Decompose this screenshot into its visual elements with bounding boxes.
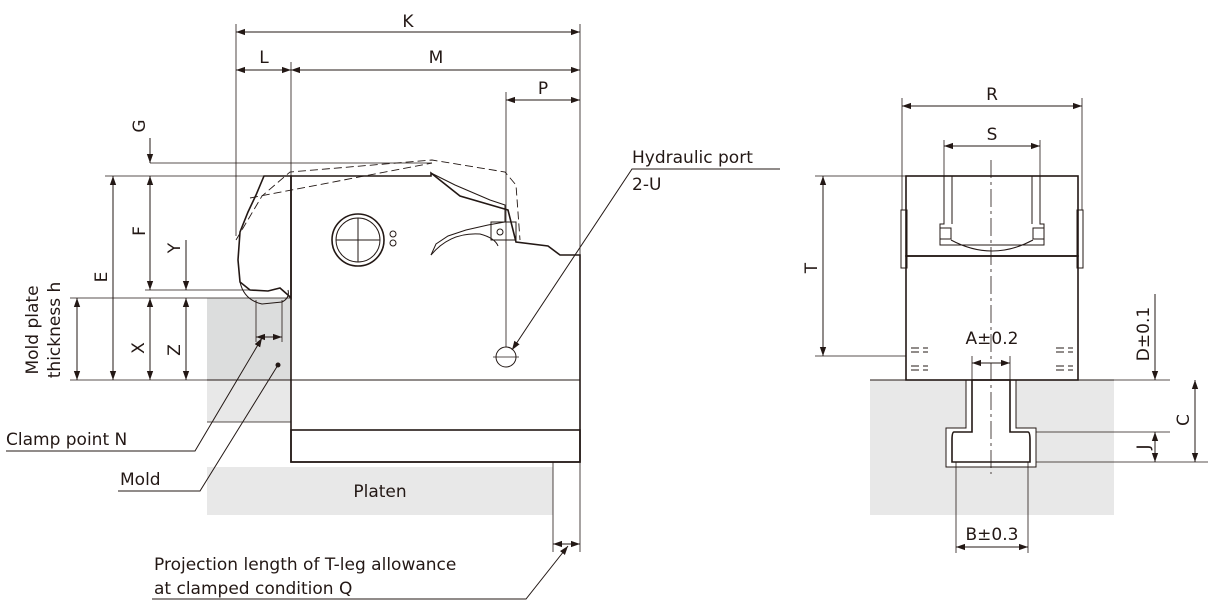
clamp-arm-tip xyxy=(239,281,289,305)
label-k: K xyxy=(402,12,414,32)
label-projection-1: Projection length of T-leg allowance xyxy=(154,555,456,575)
label-g: G xyxy=(130,119,150,132)
label-t: T xyxy=(802,262,822,274)
t-leg xyxy=(951,379,1031,463)
front-pin-left xyxy=(939,227,952,240)
lever-notch xyxy=(430,233,499,256)
front-arm-slot xyxy=(939,175,1045,246)
front-pin-arc xyxy=(950,239,1034,252)
label-projection-2: at clamped condition Q xyxy=(154,579,352,599)
label-d: D±0.1 xyxy=(1134,307,1154,361)
label-m: M xyxy=(429,48,444,68)
front-side-flange-left xyxy=(900,209,908,269)
clamp-base-plate xyxy=(290,429,581,463)
leader-projection xyxy=(152,545,569,600)
front-view: R S T A±0.2 D±0.1 C J B±0.3 xyxy=(802,85,1208,553)
label-x: X xyxy=(129,342,149,354)
label-j: J xyxy=(1134,444,1154,450)
swing-path-dashed xyxy=(235,159,521,241)
label-f: F xyxy=(130,226,150,236)
mold-block xyxy=(207,298,291,380)
front-body-lower xyxy=(905,255,1079,381)
label-l: L xyxy=(259,48,269,68)
label-r: R xyxy=(986,85,998,105)
label-mold-plate-2: thickness h xyxy=(45,282,65,378)
leader-hydraulic-port xyxy=(511,168,780,351)
label-b: B±0.3 xyxy=(966,525,1019,545)
clamp-body xyxy=(290,171,581,463)
front-body-upper xyxy=(905,175,1079,257)
label-z: Z xyxy=(165,344,185,356)
mold-leader-dot xyxy=(275,362,281,368)
platen-t-slot xyxy=(870,380,1114,515)
lever-contour xyxy=(430,172,506,256)
label-hydraulic-port-2: 2-U xyxy=(632,175,661,195)
label-mold: Mold xyxy=(120,470,161,490)
pivot-snap-ring-1 xyxy=(389,230,397,238)
label-clamp-point: Clamp point N xyxy=(6,430,127,450)
side-view: K L M P G F E Y X Z Mold plate thickness… xyxy=(6,12,780,600)
leader-clamp-point xyxy=(6,337,263,452)
label-platen: Platen xyxy=(353,482,406,502)
pivot-circle xyxy=(331,213,385,267)
lever-pin xyxy=(496,228,504,236)
pivot-snap-ring-2 xyxy=(389,239,397,247)
front-pin-right xyxy=(1032,227,1045,240)
lever-pin-slot xyxy=(490,221,517,241)
label-s: S xyxy=(987,125,998,145)
leader-mold xyxy=(118,364,279,492)
label-y: Y xyxy=(165,242,185,254)
swing-path-dashed-2 xyxy=(249,162,433,199)
label-hydraulic-port-1: Hydraulic port xyxy=(632,148,753,168)
label-p: P xyxy=(538,79,548,99)
label-c: C xyxy=(1174,414,1194,426)
front-side-flange-right xyxy=(1076,209,1084,269)
mold-lower-band xyxy=(207,380,291,422)
label-e: E xyxy=(92,272,112,283)
label-a: A±0.2 xyxy=(966,329,1019,349)
label-mold-plate-1: Mold plate xyxy=(23,285,43,374)
front-bolt-marks xyxy=(911,347,1073,371)
platen-block xyxy=(207,467,553,515)
